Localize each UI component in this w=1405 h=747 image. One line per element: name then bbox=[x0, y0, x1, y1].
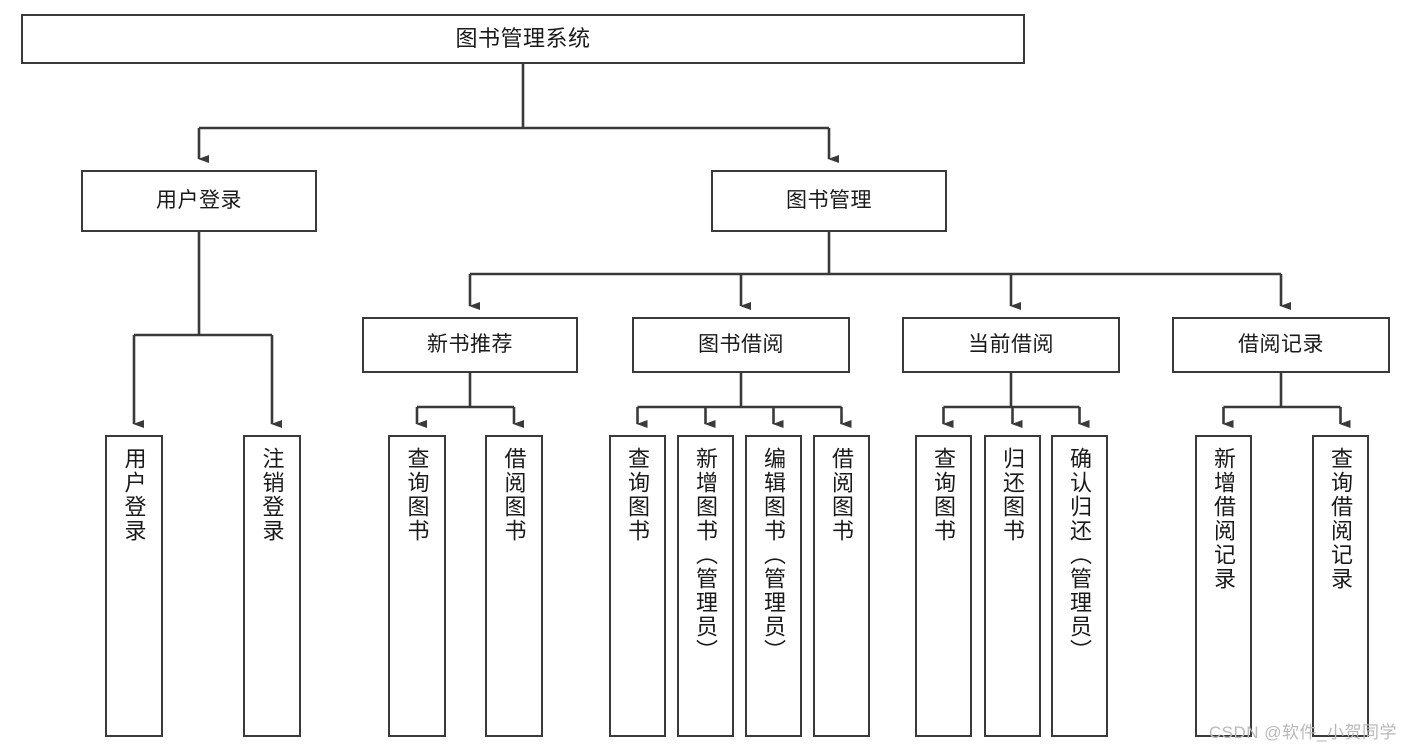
node-leaf-bb-query[interactable]: 查询图书 bbox=[609, 435, 666, 737]
node-current-borrow[interactable]: 当前借阅 bbox=[902, 317, 1120, 373]
node-new-book-rec[interactable]: 新书推荐 bbox=[362, 317, 578, 373]
node-label: 新增图书（管理员） bbox=[693, 447, 719, 663]
node-user-login[interactable]: 用户登录 bbox=[81, 170, 317, 232]
node-leaf-bb-add[interactable]: 新增图书（管理员） bbox=[677, 435, 734, 737]
node-label: 归还图书 bbox=[1000, 447, 1026, 543]
node-root[interactable]: 图书管理系统 bbox=[21, 14, 1025, 64]
node-label: 确认归还（管理员） bbox=[1067, 447, 1093, 663]
node-leaf-cb-query[interactable]: 查询图书 bbox=[915, 435, 972, 737]
node-label: 图书借阅 bbox=[698, 332, 784, 356]
node-leaf-logout[interactable]: 注销登录 bbox=[243, 435, 301, 737]
node-label: 借阅记录 bbox=[1238, 332, 1324, 356]
node-leaf-rec-query[interactable]: 查询图书 bbox=[388, 435, 446, 737]
node-label: 当前借阅 bbox=[968, 332, 1054, 356]
node-label: 查询借阅记录 bbox=[1328, 447, 1354, 591]
node-book-manage[interactable]: 图书管理 bbox=[711, 170, 947, 232]
node-leaf-bb-borrow[interactable]: 借阅图书 bbox=[813, 435, 870, 737]
node-leaf-cb-confirm[interactable]: 确认归还（管理员） bbox=[1051, 435, 1108, 737]
node-label: 用户登录 bbox=[156, 188, 242, 212]
node-label: 借阅图书 bbox=[501, 447, 527, 543]
node-leaf-bb-edit[interactable]: 编辑图书（管理员） bbox=[745, 435, 802, 737]
node-leaf-user-login[interactable]: 用户登录 bbox=[105, 435, 163, 737]
node-label: 图书管理系统 bbox=[455, 26, 591, 52]
node-leaf-cb-return[interactable]: 归还图书 bbox=[984, 435, 1041, 737]
node-label: 查询图书 bbox=[404, 447, 430, 543]
node-leaf-br-query[interactable]: 查询借阅记录 bbox=[1312, 435, 1369, 737]
watermark-text: CSDN @软件_小贺同学 bbox=[1208, 723, 1397, 742]
node-label: 查询图书 bbox=[625, 447, 651, 543]
node-borrow-record[interactable]: 借阅记录 bbox=[1172, 317, 1390, 373]
node-label: 编辑图书（管理员） bbox=[761, 447, 787, 663]
node-leaf-br-add[interactable]: 新增借阅记录 bbox=[1195, 435, 1252, 737]
node-label: 注销登录 bbox=[259, 447, 285, 543]
node-label: 借阅图书 bbox=[829, 447, 855, 543]
node-leaf-rec-borrow[interactable]: 借阅图书 bbox=[485, 435, 543, 737]
node-label: 图书管理 bbox=[786, 188, 872, 212]
node-label: 查询图书 bbox=[931, 447, 957, 543]
node-label: 用户登录 bbox=[121, 447, 147, 543]
node-book-borrow[interactable]: 图书借阅 bbox=[632, 317, 850, 373]
node-label: 新增借阅记录 bbox=[1211, 447, 1237, 591]
node-label: 新书推荐 bbox=[427, 332, 513, 356]
